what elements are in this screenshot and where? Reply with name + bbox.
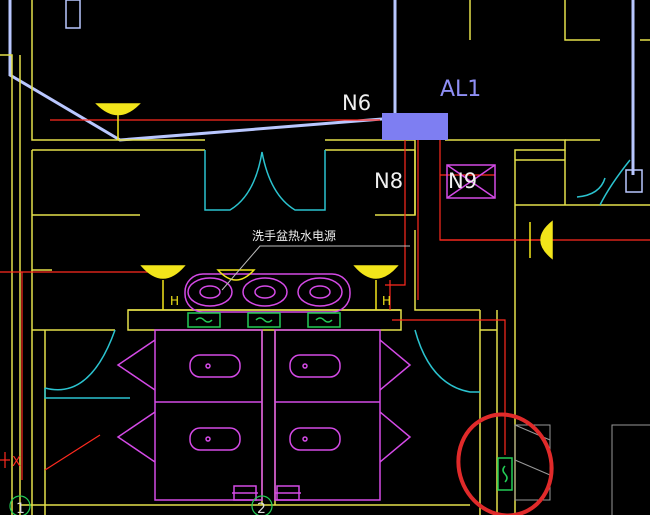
grid-axis-label-1: 1: [16, 501, 25, 515]
wiring: [0, 119, 650, 480]
node-label-n9: N9: [448, 169, 477, 193]
ceiling-lamps: [95, 103, 553, 310]
x-marker: [0, 452, 10, 468]
annotation-leader: [221, 245, 410, 291]
distribution-panel-al1: [382, 113, 448, 140]
grid-axis-label-2: 2: [257, 501, 266, 515]
water-heater-sockets: [187, 312, 513, 491]
sanitary-fixtures: [116, 164, 496, 501]
node-label-n6: N6: [342, 91, 371, 115]
heater-mark-left: H: [170, 294, 179, 308]
heater-mark-right: H: [382, 294, 391, 308]
highlight-circle: [456, 412, 554, 515]
conduit-runs: [8, 0, 643, 193]
junction-box-n9: [446, 164, 496, 199]
toilet-stalls: [116, 329, 412, 501]
toilet-pans: [189, 354, 341, 451]
node-label-n8: N8: [374, 169, 403, 193]
door-swings: [44, 150, 631, 399]
gray-equipment: [514, 424, 650, 515]
floor-drains: [232, 485, 301, 501]
panel-label-al1: AL1: [440, 77, 481, 102]
grid-axis-markers: [9, 495, 273, 515]
axis-x-label: X: [12, 455, 21, 470]
washbasins: [184, 273, 351, 313]
washbasin-heater-note: 洗手盆热水电源: [252, 229, 336, 243]
